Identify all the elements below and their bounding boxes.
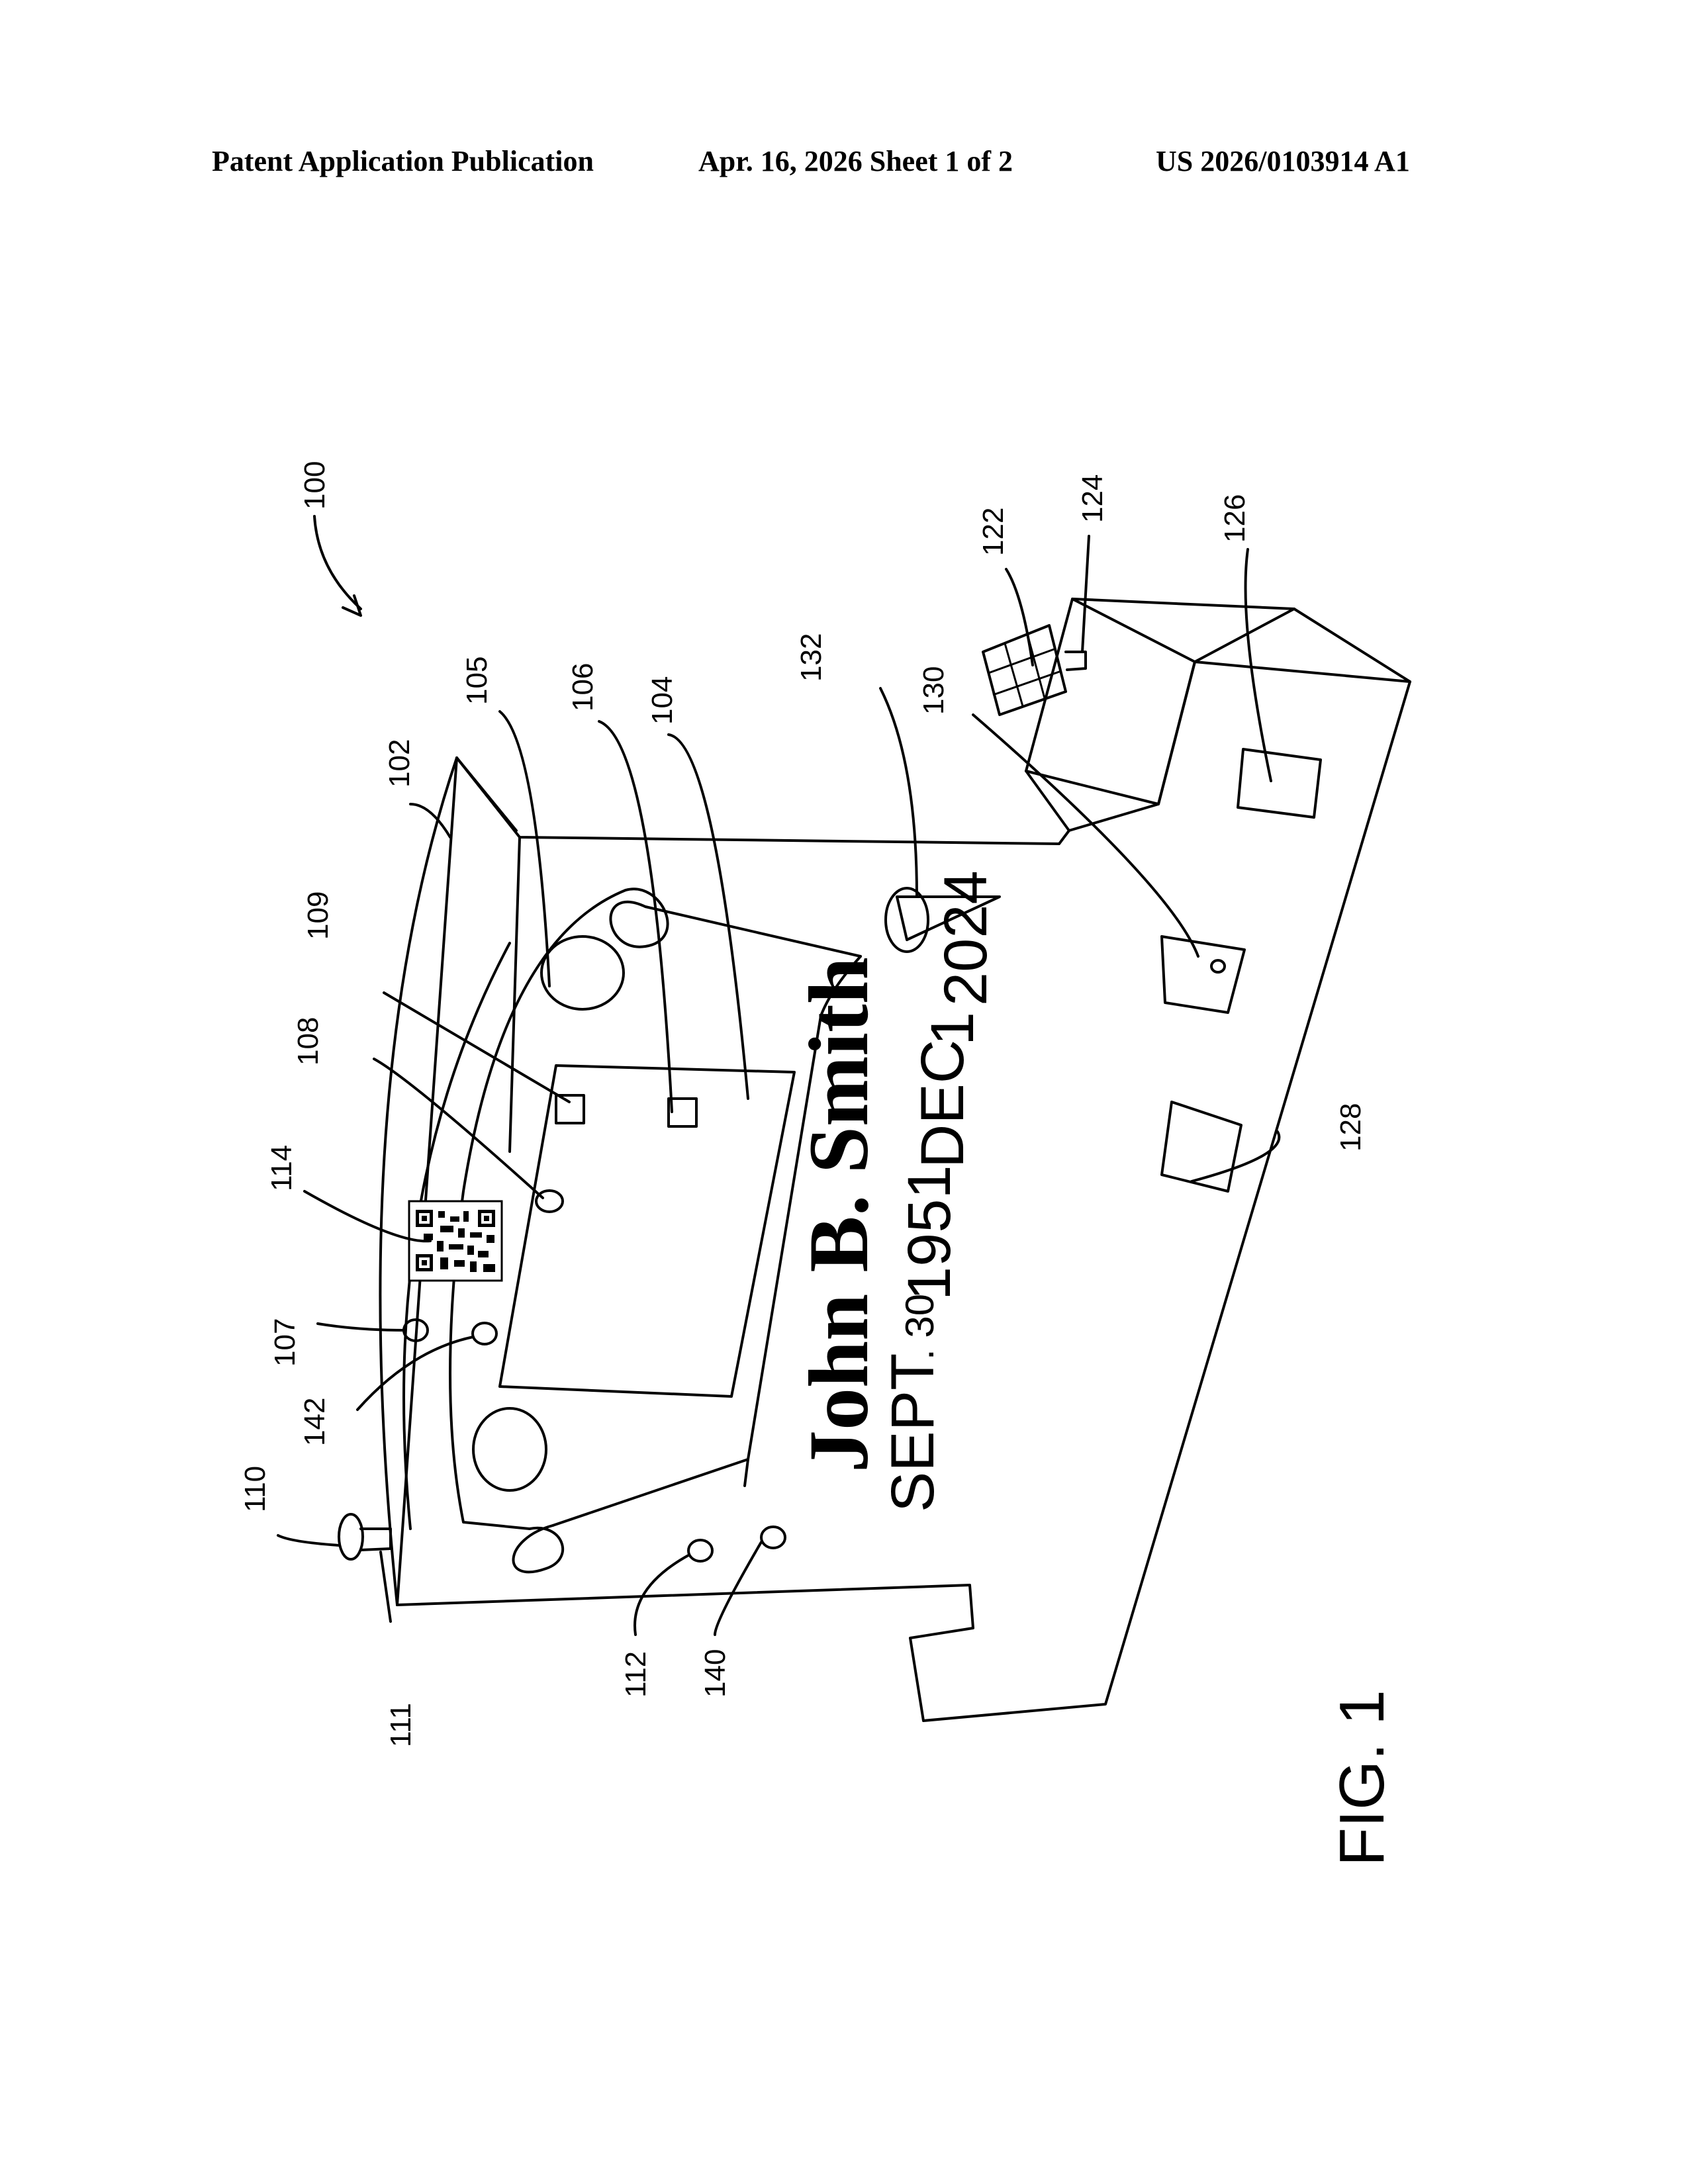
ref-140: 140 [699, 1649, 731, 1698]
ref-128: 128 [1335, 1103, 1367, 1152]
port-142 [473, 1323, 496, 1344]
port-112 [688, 1540, 712, 1561]
ref-104: 104 [646, 676, 679, 725]
ref-109: 109 [302, 891, 334, 940]
ref-105: 105 [461, 657, 493, 705]
birth-year: 1951 [896, 1165, 963, 1300]
solar-panel [983, 625, 1086, 715]
panel-130-dot [1211, 960, 1225, 972]
death-year: 2024 [932, 870, 1000, 1006]
knob-110 [339, 1514, 391, 1559]
display-screen [500, 1066, 794, 1396]
birth-month: SEPT [879, 1353, 947, 1512]
ref-124: 124 [1076, 475, 1109, 523]
port-140 [761, 1527, 785, 1548]
rosette-right [541, 936, 624, 1009]
ref-111: 111 [385, 1703, 417, 1747]
ref-130: 130 [917, 666, 950, 715]
ref-122: 122 [977, 508, 1009, 556]
ref-142: 142 [299, 1398, 331, 1446]
panel-130 [1162, 936, 1244, 1013]
figure-label: FIG. 1 [1327, 1690, 1397, 1866]
ref-100: 100 [299, 461, 331, 510]
death-day: 1 [919, 1012, 986, 1046]
headstone-engraving: John B. Smith SEPT . 30 1951 DEC 1 2024 [792, 870, 1000, 1512]
ref-108: 108 [292, 1017, 324, 1066]
birth-day: . 30 [898, 1294, 942, 1360]
death-month: DEC [909, 1040, 976, 1168]
ref-110: 110 [239, 1466, 271, 1512]
sensor-109 [556, 1095, 584, 1123]
ref-107: 107 [269, 1318, 301, 1367]
ref-114: 114 [265, 1145, 298, 1191]
deceased-name: John B. Smith [792, 957, 886, 1473]
ref-102: 102 [383, 739, 416, 788]
rosette-left [473, 1408, 546, 1490]
ref-112: 112 [620, 1651, 652, 1698]
panel-126 [1238, 749, 1321, 817]
leader-lines [278, 516, 1279, 1635]
ref-126: 126 [1219, 494, 1251, 543]
ref-132: 132 [795, 633, 827, 682]
ref-106: 106 [567, 663, 599, 711]
